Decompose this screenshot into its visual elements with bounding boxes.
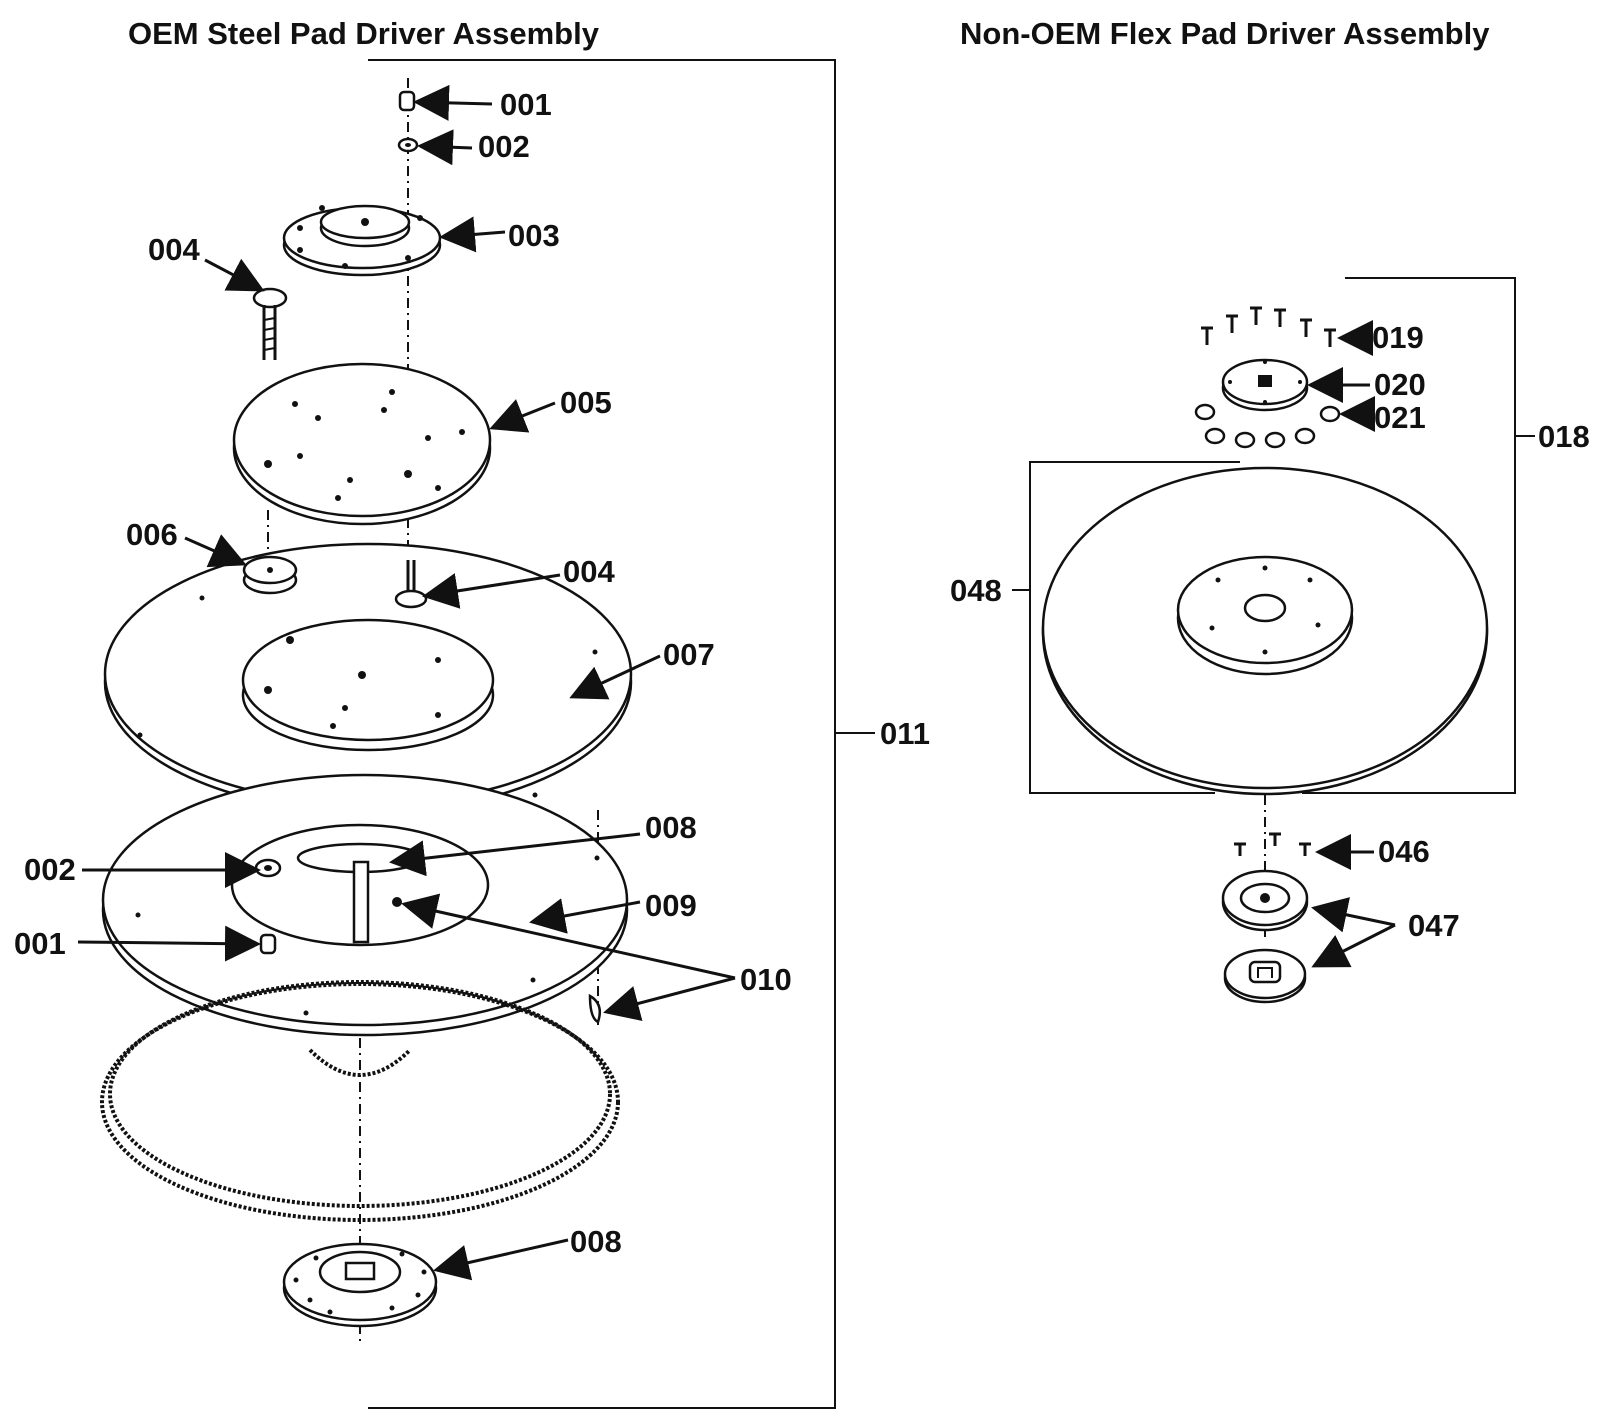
hub-part-008-bottom: [282, 1242, 438, 1328]
washer-part-002-top: [397, 137, 419, 153]
bracket-011: [368, 59, 875, 1409]
nut-part-001-top: [398, 90, 416, 112]
callout-002-low: 002: [24, 852, 76, 887]
callout-047: 047: [1408, 908, 1460, 943]
callout-008-bottom: 008: [570, 1224, 622, 1259]
bracket-048: [1012, 461, 1240, 794]
hub-part-008-mid: [352, 860, 402, 944]
spacer-part-006: [242, 555, 298, 595]
callout-005: 005: [560, 385, 612, 420]
screws-part-046: [1234, 832, 1311, 856]
callout-048: 048: [950, 573, 1002, 608]
callout-003: 003: [508, 218, 560, 253]
callout-009: 009: [645, 888, 697, 923]
callout-006: 006: [126, 517, 178, 552]
washer-part-002-low: [254, 858, 282, 878]
callout-002-top: 002: [478, 129, 530, 164]
callout-046: 046: [1378, 834, 1430, 869]
callout-004-mid: 004: [563, 554, 615, 589]
disk-part-007: [103, 542, 633, 825]
callout-004-top: 004: [148, 232, 200, 267]
callout-001-top: 001: [500, 87, 552, 122]
left-assembly-title: OEM Steel Pad Driver Assembly: [128, 16, 600, 51]
callout-011: 011: [880, 716, 930, 751]
plate-part-005: [232, 362, 492, 526]
nuts-part-021: [1194, 403, 1341, 449]
centering-parts-047: [1221, 869, 1309, 1004]
callout-001-low: 001: [14, 926, 66, 961]
hub-part-020: [1221, 358, 1309, 412]
callout-leaders-right: [1307, 320, 1396, 968]
callout-007: 007: [663, 637, 715, 672]
callout-leaders-left: [77, 84, 736, 1281]
pad-brush: [100, 980, 620, 1222]
screws-part-019: [1201, 306, 1336, 347]
bolt-part-004-top: [252, 287, 288, 360]
flex-disk-part-048: [1041, 466, 1489, 796]
callout-021: 021: [1374, 400, 1426, 435]
callout-018: 018: [1538, 419, 1590, 454]
nut-part-001-low: [259, 933, 277, 955]
bracket-018: [1302, 277, 1535, 794]
callout-020: 020: [1374, 367, 1426, 402]
clip-part-010: [588, 993, 601, 1024]
callout-010: 010: [740, 962, 792, 997]
callout-008-mid: 008: [645, 810, 697, 845]
callout-019: 019: [1372, 320, 1424, 355]
right-assembly-title: Non-OEM Flex Pad Driver Assembly: [960, 16, 1490, 51]
flange-part-003: [282, 204, 442, 277]
